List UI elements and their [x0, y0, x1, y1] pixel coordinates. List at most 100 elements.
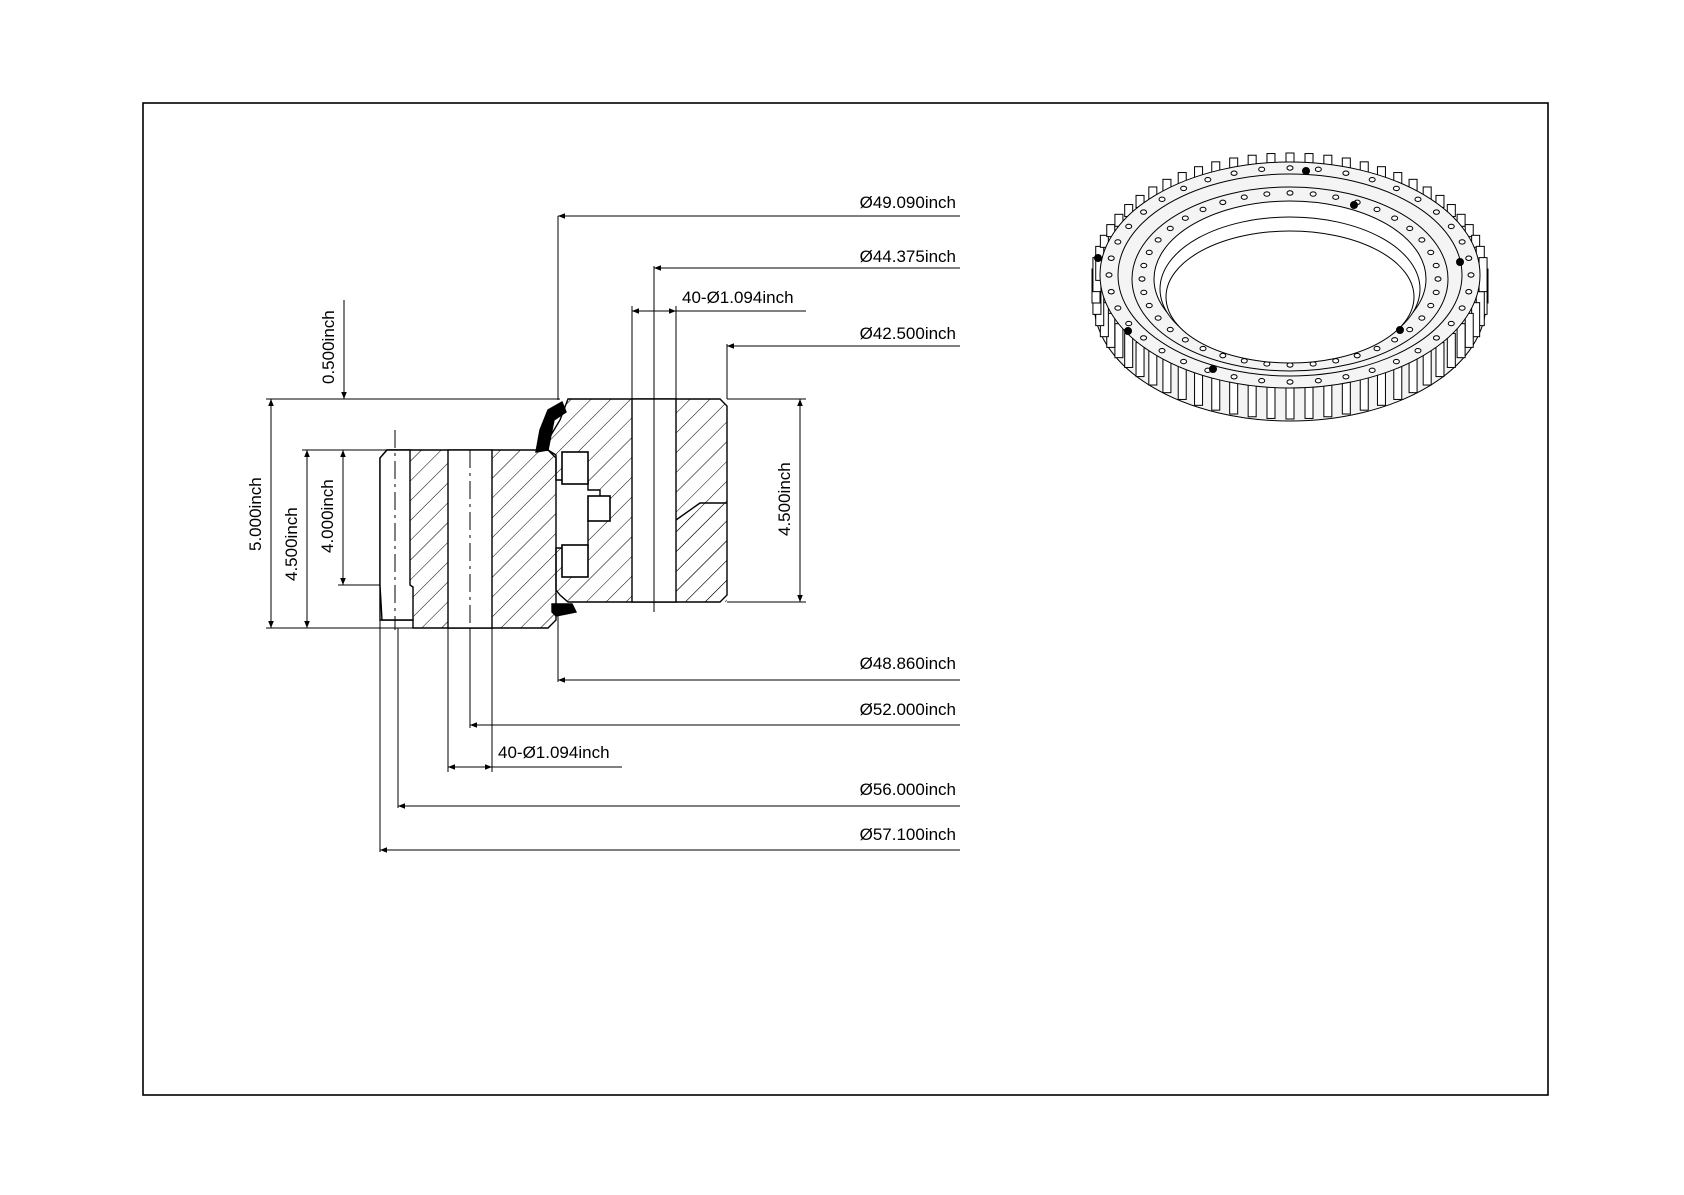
gear-tooth	[1229, 379, 1239, 415]
bore-bottom-edge	[1165, 230, 1415, 364]
inner-bolt-hole	[1138, 276, 1146, 282]
isometric-ring-view	[1091, 152, 1489, 422]
roller-middle	[587, 495, 611, 522]
outer-bolt-hole	[1465, 289, 1473, 295]
inner-bolt-hole	[1145, 249, 1153, 256]
outer-bolt-hole	[1465, 255, 1473, 261]
inner-bolt-hole	[1418, 315, 1426, 321]
drawing-border	[142, 102, 1549, 1096]
outer-bolt-hole	[1392, 185, 1400, 192]
inner-bolt-hole	[1166, 225, 1174, 232]
dim-gear-height: 4.000inch	[318, 479, 337, 553]
gear-tooth	[1124, 332, 1134, 368]
gear-tooth-band	[379, 449, 414, 621]
outer-bolt-hole	[1368, 367, 1376, 374]
outer-bolt-hole	[1180, 185, 1188, 192]
outer-bolt-hole	[1258, 166, 1266, 173]
gear-tooth	[1266, 383, 1276, 419]
inner-bolt-hole	[1432, 289, 1440, 296]
inner-bolt-hole	[1181, 215, 1189, 221]
dim-d57-100: Ø57.100inch	[860, 825, 956, 844]
inner-bolt-hole	[1219, 352, 1227, 359]
inner-bolt-hole	[1434, 276, 1442, 282]
seal-top	[535, 400, 567, 453]
outer-bolt-hole	[1286, 379, 1294, 385]
inner-bolt-hole	[1427, 249, 1435, 256]
gear-tooth	[1393, 364, 1403, 400]
dim-d52-000: Ø52.000inch	[860, 700, 956, 719]
inner-bolt-hole	[1154, 237, 1162, 243]
inner-bolt-hole	[1353, 352, 1361, 359]
inner-bolt-hole	[1166, 326, 1174, 333]
outer-bolt-hole	[1230, 170, 1238, 176]
outer-bolt-hole	[1342, 170, 1350, 176]
inner-bolt-hole	[1332, 194, 1340, 200]
outer-bolt-hole	[1314, 377, 1322, 384]
gear-tooth	[1435, 342, 1445, 378]
outer-bolt-hole	[1342, 374, 1350, 380]
outer-bolt-hole	[1114, 305, 1122, 311]
gear-tooth	[1304, 383, 1314, 419]
outer-bolt-hole	[1458, 239, 1466, 245]
outer-bolt-hole	[1286, 165, 1294, 171]
dim-d48-860: Ø48.860inch	[860, 654, 956, 673]
roller-upper	[561, 451, 589, 485]
outer-bolt-hole	[1180, 358, 1188, 365]
outer-bolt-hole	[1368, 176, 1376, 183]
gear-tooth	[1177, 364, 1187, 400]
dim-holes-lower: 40-Ø1.094inch	[498, 743, 610, 762]
grease-nipple	[1124, 327, 1132, 335]
inner-bolt-hole	[1154, 315, 1162, 321]
section-view	[379, 398, 728, 630]
inner-bolt-hole	[1432, 262, 1440, 269]
dim-inner-height: 4.500inch	[775, 462, 794, 536]
outer-bolt-hole	[1458, 305, 1466, 311]
dim-top-offset: 0.500inch	[319, 310, 338, 384]
grease-nipple	[1396, 326, 1404, 334]
inner-bolt-hole	[1373, 206, 1381, 213]
inner-bolt-hole	[1406, 225, 1414, 232]
gear-tooth	[1456, 323, 1466, 359]
outer-bolt-hole	[1432, 335, 1440, 341]
roller-lower	[561, 544, 589, 578]
outer-bolt-hole	[1204, 176, 1212, 183]
outer-bolt-hole	[1125, 223, 1133, 230]
inner-bolt-hole	[1145, 302, 1153, 309]
gear-tooth	[1323, 382, 1333, 418]
gear-tooth	[1211, 375, 1221, 411]
gear-tooth	[1148, 350, 1158, 386]
outer-bolt-hole	[1114, 239, 1122, 245]
gear-tooth	[1114, 323, 1124, 359]
inner-bolt-hole	[1406, 326, 1414, 333]
inner-bolt-hole	[1309, 191, 1317, 197]
inner-bolt-hole	[1240, 194, 1248, 200]
inner-bolt-hole	[1391, 337, 1399, 343]
outer-bolt-hole	[1140, 209, 1148, 215]
dim-d44-375: Ø44.375inch	[860, 247, 956, 266]
inner-bolt-hole	[1140, 262, 1148, 269]
dim-d56-000: Ø56.000inch	[860, 780, 956, 799]
outer-bolt-hole	[1125, 320, 1133, 327]
grease-nipple	[1094, 254, 1102, 262]
gear-tooth	[1285, 384, 1295, 420]
outer-bolt-hole	[1414, 347, 1422, 354]
outer-ring-bolt-hole	[447, 449, 493, 629]
grease-nipple	[1456, 258, 1464, 266]
inner-bolt-hole	[1199, 345, 1207, 352]
gear-tooth	[1341, 379, 1351, 415]
grease-nipple	[1350, 201, 1358, 209]
outer-bolt-hole	[1258, 377, 1266, 384]
inner-bolt-hole	[1219, 199, 1227, 206]
dim-outer-height: 4.500inch	[282, 507, 301, 581]
gear-tooth	[1247, 382, 1257, 418]
inner-bolt-hole	[1199, 206, 1207, 213]
gear-tooth	[1135, 342, 1145, 378]
inner-bolt-hole	[1181, 337, 1189, 343]
gear-tooth	[1446, 332, 1456, 368]
outer-bolt-hole	[1447, 320, 1455, 327]
grease-nipple	[1209, 365, 1217, 373]
inner-bolt-hole	[1263, 191, 1271, 197]
dim-holes-upper: 40-Ø1.094inch	[682, 288, 794, 307]
dim-d42-500: Ø42.500inch	[860, 324, 956, 343]
